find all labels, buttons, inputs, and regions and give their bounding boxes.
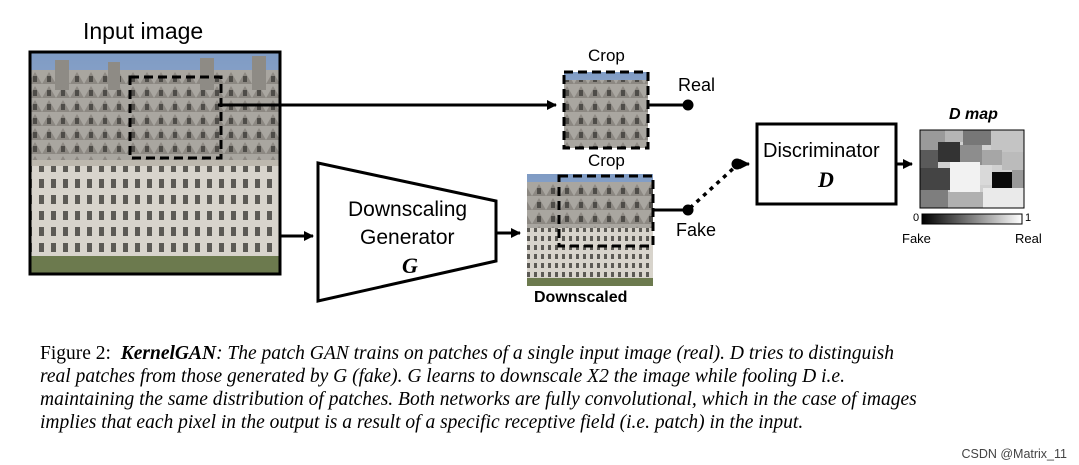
crop-label-top: Crop bbox=[588, 46, 625, 65]
discriminator-input-dot bbox=[731, 158, 743, 170]
caption-line4: implies that each pixel in the output is… bbox=[40, 412, 804, 433]
scale-min-label: 0 bbox=[913, 212, 920, 224]
caption-line3: maintaining the same distribution of pat… bbox=[40, 389, 917, 410]
real-endpoint-dot bbox=[682, 99, 694, 111]
watermark: CSDN @Matrix_11 bbox=[961, 447, 1067, 461]
discriminator-block bbox=[755, 122, 898, 206]
kernelgan-diagram bbox=[28, 50, 1025, 303]
scale-real-label: Real bbox=[1015, 231, 1042, 246]
scale-max-label: 1 bbox=[1025, 212, 1032, 224]
connectors bbox=[218, 100, 913, 241]
generator-symbol: G bbox=[402, 253, 418, 278]
real-label: Real bbox=[678, 75, 716, 95]
scale-fake-label: Fake bbox=[902, 231, 931, 246]
caption-line1: : The patch GAN trains on patches of a s… bbox=[216, 343, 895, 364]
generator-label-line2: Generator bbox=[360, 226, 455, 249]
crop-patch-real bbox=[562, 70, 650, 150]
input-image-label: Input image bbox=[83, 18, 204, 44]
fake-label: Fake bbox=[676, 220, 717, 240]
discriminator-symbol: D bbox=[818, 167, 834, 192]
crop-label-mid: Crop bbox=[588, 151, 625, 170]
figure-caption: Figure 2: KernelGAN: The patch GAN train… bbox=[40, 342, 1060, 434]
input-image bbox=[28, 50, 282, 276]
discriminator-label: Discriminator bbox=[763, 140, 880, 162]
figure-number: Figure 2: bbox=[40, 343, 111, 364]
d-map-title: D map bbox=[949, 106, 998, 123]
downscaled-label: Downscaled bbox=[534, 289, 628, 306]
method-name: KernelGAN bbox=[120, 343, 217, 364]
downscaled-image bbox=[527, 174, 655, 286]
d-map bbox=[919, 129, 1025, 225]
fake-endpoint-dot bbox=[682, 204, 694, 216]
caption-line2: real patches from those generated by G (… bbox=[40, 366, 845, 387]
generator-block bbox=[316, 161, 498, 303]
generator-label-line1: Downscaling bbox=[348, 198, 468, 221]
